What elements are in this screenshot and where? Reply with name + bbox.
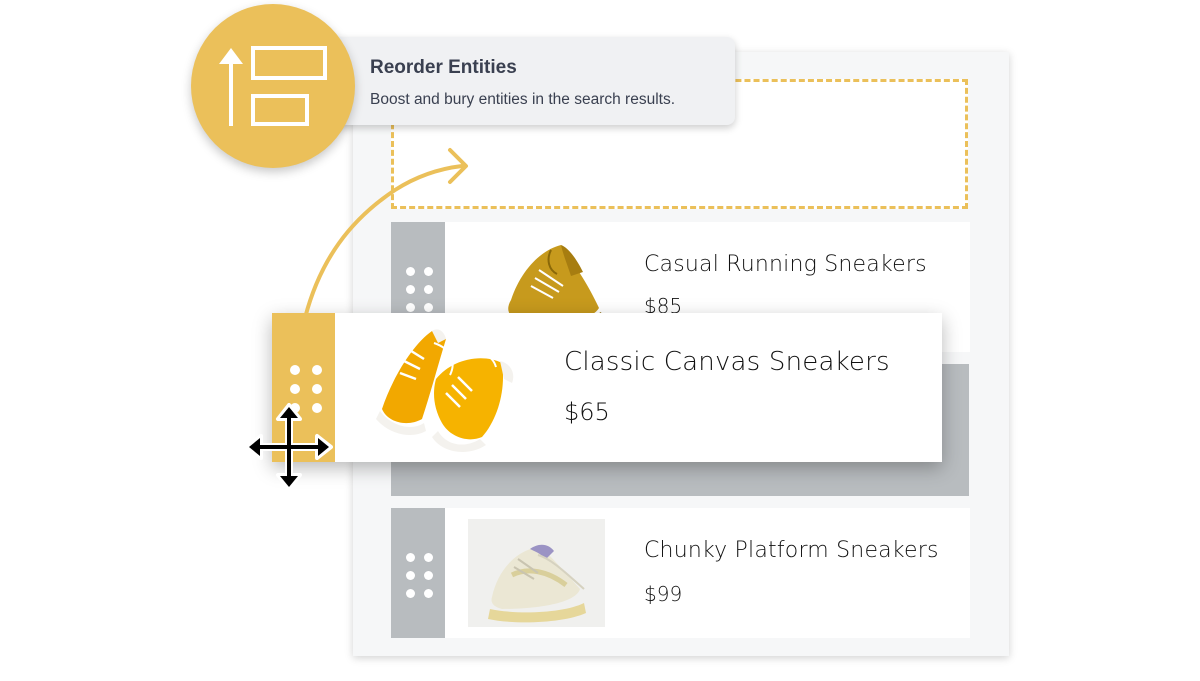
drag-handle-icon xyxy=(290,365,322,413)
product-price: $65 xyxy=(564,398,610,426)
drag-handle[interactable] xyxy=(391,508,445,638)
reorder-entities-tooltip: Reorder Entities Boost and bury entities… xyxy=(320,37,735,125)
move-cursor-icon xyxy=(245,403,333,491)
product-image-classic-canvas xyxy=(376,329,514,452)
product-image-chunky-platform xyxy=(468,519,605,627)
product-title[interactable]: Classic Canvas Sneakers xyxy=(564,347,890,377)
product-price: $99 xyxy=(644,582,683,606)
tooltip-description: Boost and bury entities in the search re… xyxy=(370,91,675,108)
drag-handle-icon xyxy=(406,553,433,598)
reorder-icon xyxy=(219,46,327,126)
drag-handle-active[interactable] xyxy=(272,313,335,462)
product-title[interactable]: Chunky Platform Sneakers xyxy=(644,538,939,563)
result-card-chunky-platform[interactable]: Chunky Platform Sneakers $99 xyxy=(391,508,970,638)
tooltip-title: Reorder Entities xyxy=(370,57,517,78)
drag-handle-icon xyxy=(406,267,433,312)
result-card-classic-canvas-dragging[interactable]: Classic Canvas Sneakers $65 xyxy=(272,313,942,462)
reorder-badge xyxy=(191,4,355,168)
product-title[interactable]: Casual Running Sneakers xyxy=(644,252,927,277)
